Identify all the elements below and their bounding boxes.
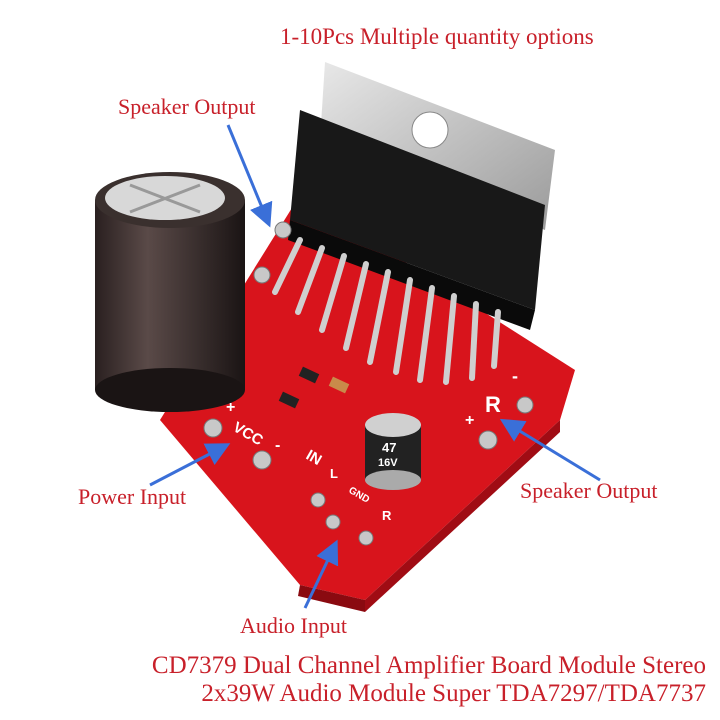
r-plus-marking: +	[465, 412, 474, 429]
electrolytic-capacitor	[95, 200, 245, 390]
r-output-marking: R	[485, 392, 501, 417]
arrow-power-input	[149, 443, 231, 487]
vcc-plus-marking: +	[226, 399, 235, 416]
vcc-minus-marking: -	[275, 437, 280, 454]
r-minus-marking: -	[512, 366, 518, 386]
quantity-note: 1-10Pcs Multiple quantity options	[280, 24, 594, 49]
amplifier-ic	[290, 110, 545, 310]
product-title-line1: CD7379 Dual Channel Amplifier Board Modu…	[151, 652, 706, 679]
cap-value-marking: 47	[382, 440, 396, 455]
in-marking: IN	[303, 447, 324, 469]
callout-speaker-output-left: Speaker Output	[118, 94, 256, 119]
cap-voltage-marking: 16V	[378, 457, 398, 469]
screw-terminals	[203, 221, 534, 546]
callout-audio-input: Audio Input	[240, 613, 347, 638]
ic-pins	[272, 237, 501, 385]
arrow-speaker-output-left	[226, 124, 273, 228]
arrow-audio-input	[303, 539, 339, 609]
pcb-board-edge	[298, 585, 365, 612]
callout-power-input: Power Input	[78, 484, 187, 509]
l-marking: L	[330, 466, 338, 481]
mounting-hole	[411, 111, 449, 149]
pcb-board	[160, 195, 575, 600]
callout-speaker-output-right: Speaker Output	[520, 478, 658, 503]
arrow-speaker-output-right	[499, 418, 601, 482]
r-input-marking: R	[382, 508, 392, 523]
product-title-line2: 2x39W Audio Module Super TDA7297/TDA7737	[201, 680, 706, 707]
